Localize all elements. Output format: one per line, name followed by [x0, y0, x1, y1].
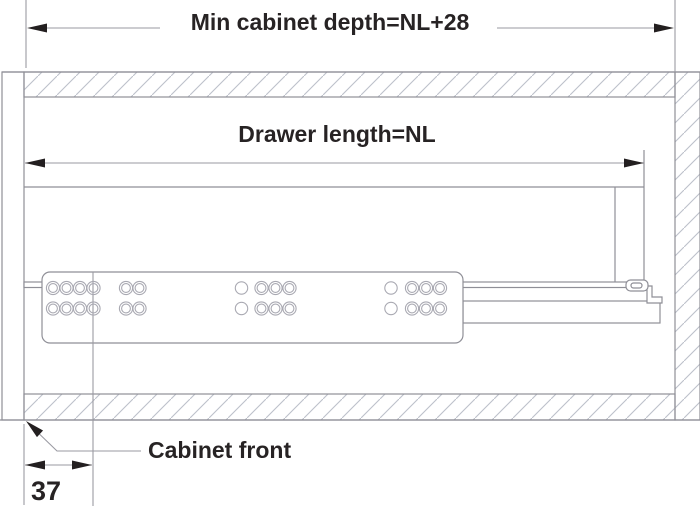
cabinet-rail-member	[462, 300, 661, 324]
screw-hole	[384, 281, 398, 295]
screw-hole	[404, 301, 420, 316]
screw-hole	[134, 283, 145, 293]
screw-hole	[284, 303, 295, 314]
bracket-slot	[630, 282, 643, 289]
screw-hole	[254, 280, 269, 296]
screw-hole	[404, 280, 420, 296]
screw-hole	[384, 301, 398, 316]
cabinet-front-label: Cabinet front	[148, 437, 291, 463]
cabinet-front-panel	[1, 71, 25, 421]
screw-hole	[282, 301, 297, 316]
dimension-min-cabinet-depth: Min cabinet depth=NL+28	[25, 0, 676, 72]
screw-hole	[86, 301, 101, 316]
screw-hole	[61, 283, 72, 293]
screw-hole	[48, 283, 58, 293]
screw-hole	[254, 301, 269, 316]
screw-hole	[234, 281, 249, 295]
screw-hole	[268, 280, 283, 296]
screw-hole	[435, 283, 445, 293]
leader-arrowhead-icon	[26, 421, 44, 438]
screw-hole	[88, 283, 99, 293]
arrowhead-right-icon	[654, 23, 674, 33]
screw-hole	[435, 303, 445, 314]
screw-hole	[270, 303, 281, 314]
screw-hole	[234, 301, 249, 316]
slide-rail-body	[41, 271, 464, 344]
slide-rail-assembly	[23, 271, 663, 506]
screw-hole	[134, 303, 145, 314]
screw-hole	[421, 283, 431, 293]
screw-hole	[284, 283, 295, 293]
screw-hole	[407, 283, 417, 293]
screw-hole	[48, 303, 58, 314]
cabinet-back-panel	[674, 71, 700, 421]
screw-hole	[75, 283, 85, 293]
screw-hole	[282, 280, 297, 296]
dimension-drawer-length: Drawer length=NL	[25, 121, 644, 168]
screw-hole	[132, 301, 147, 316]
screw-hole	[121, 283, 131, 293]
cabinet-top-panel	[23, 71, 676, 98]
arrowhead-left-icon	[25, 460, 45, 470]
dimension-front-offset: 37	[23, 424, 92, 506]
screw-hole	[121, 303, 131, 314]
screw-hole	[132, 280, 147, 296]
bracket-hook-foot	[646, 285, 663, 304]
screw-hole	[88, 303, 99, 314]
arrowhead-left-icon	[27, 23, 47, 33]
screw-hole	[256, 303, 267, 314]
cabinet-bottom-panel	[23, 393, 676, 421]
screw-hole	[61, 303, 72, 314]
screw-hole	[432, 280, 448, 296]
screw-hole	[407, 303, 417, 314]
drawer-outline	[24, 150, 645, 291]
arrowhead-left-icon	[25, 158, 45, 168]
screw-hole	[421, 303, 431, 314]
arrowhead-right-icon	[72, 460, 92, 470]
screw-hole	[268, 301, 283, 316]
screw-hole	[432, 301, 448, 316]
mounting-holes	[45, 280, 448, 316]
rear-mounting-bracket	[625, 279, 663, 304]
screw-hole	[256, 283, 267, 293]
drawer-length-label: Drawer length=NL	[238, 121, 435, 147]
cabinet-front-leader: Cabinet front	[26, 421, 291, 463]
arrowhead-right-icon	[624, 158, 644, 168]
screw-hole	[418, 280, 434, 296]
screw-hole	[270, 283, 281, 293]
screw-hole	[75, 303, 85, 314]
leader-line	[27, 422, 141, 452]
screw-hole	[418, 301, 434, 316]
screw-hole	[86, 280, 101, 296]
front-offset-value: 37	[31, 476, 61, 506]
min-cabinet-depth-label: Min cabinet depth=NL+28	[191, 9, 470, 35]
cabinet	[0, 71, 700, 421]
